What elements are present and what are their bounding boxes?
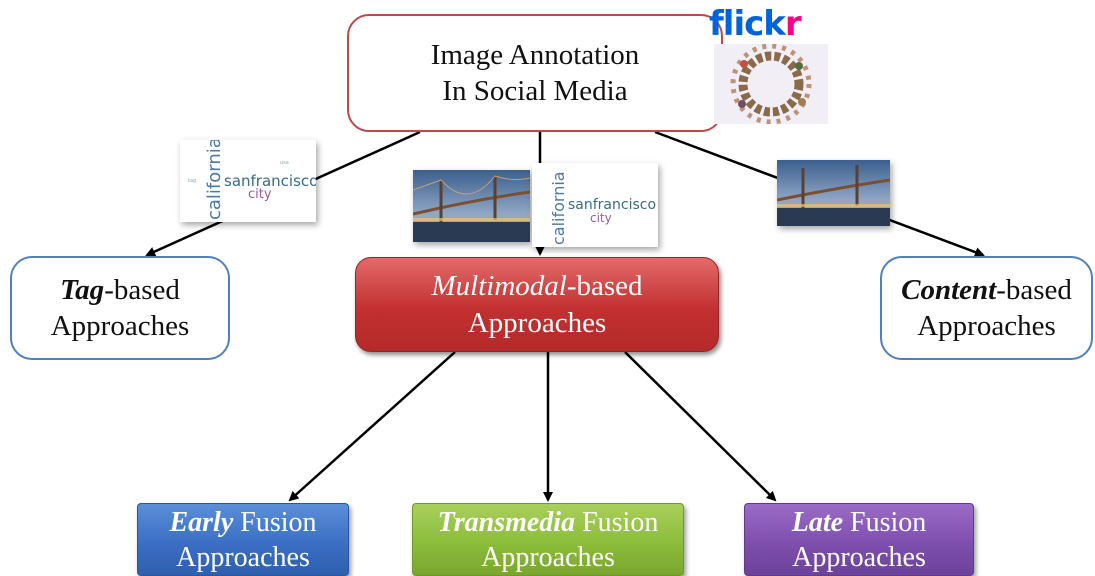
late-fusion-node: Late Fusion Approaches xyxy=(744,503,974,576)
multimodal-based-node: Multimodal-based Approaches xyxy=(355,257,719,352)
early-line2: Approaches xyxy=(176,541,310,573)
tag-cloud-image-left: california sanfrancisco city tag usa xyxy=(180,140,316,222)
transmedia-em: Transmedia xyxy=(437,506,576,538)
content-em: Content xyxy=(901,273,997,306)
tag-cloud-image-middle: california sanfrancisco city xyxy=(532,163,658,247)
early-rest: Fusion xyxy=(233,506,317,538)
photo-collage-image xyxy=(714,44,828,124)
arrow-to-late xyxy=(624,351,777,502)
tag-rest: -based xyxy=(104,273,180,306)
late-rest: Fusion xyxy=(843,506,927,538)
svg-text:tag: tag xyxy=(188,178,196,184)
svg-text:sanfrancisco: sanfrancisco xyxy=(568,197,656,213)
content-line2: Approaches xyxy=(917,310,1056,342)
tag-line2: Approaches xyxy=(50,310,190,342)
bridge-photo-right xyxy=(777,160,890,226)
late-em: Late xyxy=(791,506,844,538)
svg-text:city: city xyxy=(248,187,272,202)
transmedia-line2: Approaches xyxy=(481,541,615,573)
multimodal-rest: -based xyxy=(566,270,643,303)
content-based-node: Content-based Approaches xyxy=(880,256,1093,360)
tag-based-node: Tag-based Approaches xyxy=(10,256,230,360)
arrow-to-early xyxy=(288,351,456,502)
root-line1: Image Annotation xyxy=(430,38,640,71)
root-line2: In Social Media xyxy=(442,75,628,107)
transmedia-fusion-node: Transmedia Fusion Approaches xyxy=(412,503,684,576)
svg-text:sanfrancisco: sanfrancisco xyxy=(224,172,316,190)
tag-em: Tag xyxy=(60,273,105,306)
svg-text:california: california xyxy=(549,171,568,245)
svg-text:usa: usa xyxy=(280,160,289,166)
multimodal-em: Multimodal xyxy=(431,270,567,303)
svg-text:city: city xyxy=(590,211,612,225)
flickr-logo: flickr xyxy=(709,4,802,44)
content-rest: -based xyxy=(996,273,1072,306)
early-em: Early xyxy=(169,506,234,538)
svg-text:california: california xyxy=(204,140,225,220)
early-fusion-node: Early Fusion Approaches xyxy=(137,503,349,576)
root-node: Image Annotation In Social Media xyxy=(347,14,723,132)
multimodal-line2: Approaches xyxy=(467,306,607,339)
transmedia-rest: Fusion xyxy=(575,506,659,538)
late-line2: Approaches xyxy=(792,541,926,573)
bridge-photo-middle xyxy=(413,170,530,242)
